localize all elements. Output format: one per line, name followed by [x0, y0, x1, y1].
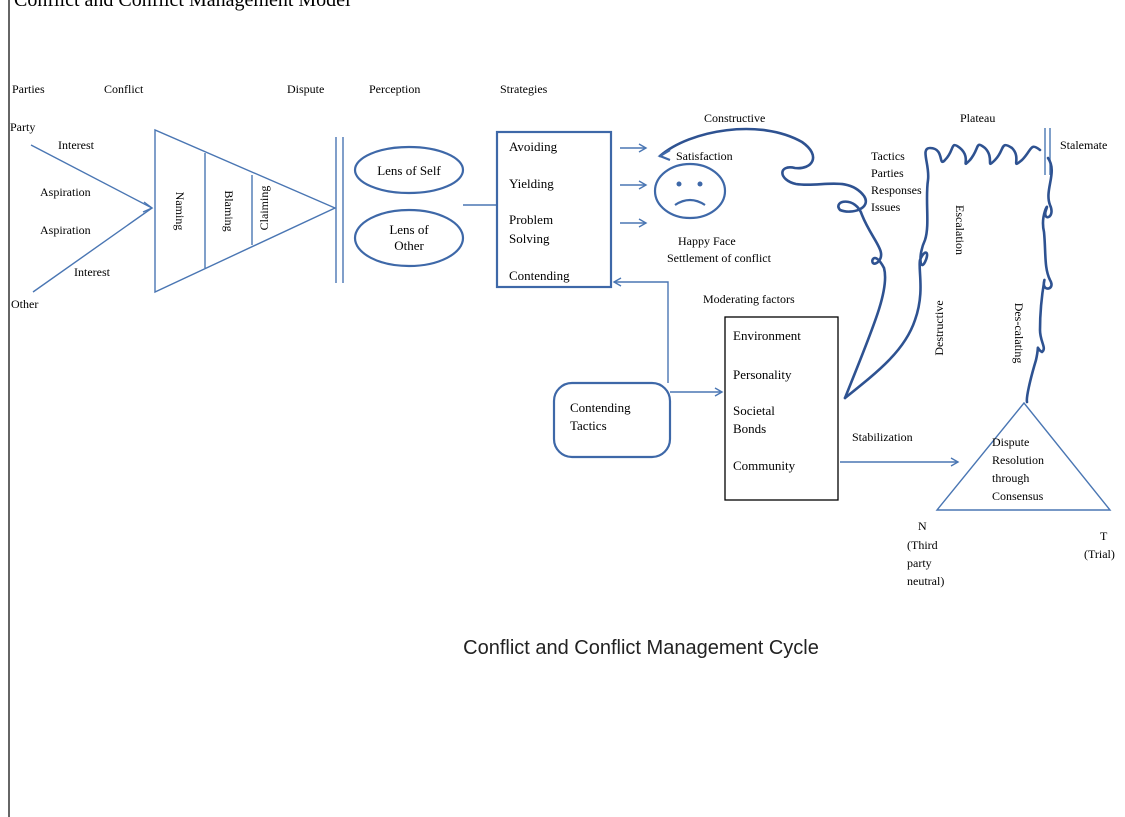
escalation-label: Escalation — [953, 205, 967, 255]
factor-societal: Societal — [733, 403, 775, 418]
t-desc: (Trial) — [1084, 547, 1115, 561]
stabilization-label: Stabilization — [852, 430, 913, 444]
t-label: T — [1100, 529, 1108, 543]
settlement-label: Settlement of conflict — [667, 251, 772, 265]
party-line — [30, 144, 153, 209]
escalation-squiggle — [843, 143, 1042, 400]
n-label: N — [918, 519, 927, 533]
constructive-arrowhead — [657, 149, 671, 162]
face-icon — [653, 162, 727, 220]
column-header-parties: Parties — [12, 82, 45, 96]
resolution-line1: Dispute — [992, 435, 1029, 449]
strategies-box — [495, 130, 613, 289]
party-label: Party — [10, 120, 35, 134]
stalemate-label: Stalemate — [1060, 138, 1107, 152]
aspiration-bottom-label: Aspiration — [40, 223, 91, 237]
resolution-line2: Resolution — [992, 453, 1044, 467]
column-header-strategies: Strategies — [500, 82, 548, 96]
face-mouth — [674, 198, 706, 206]
column-header-perception: Perception — [369, 82, 420, 96]
factor-environment: Environment — [733, 328, 801, 343]
stabilization-arrow-head — [950, 457, 960, 467]
moderating-factors-box — [724, 316, 839, 501]
lens-of-other-line2: Other — [394, 238, 424, 253]
contending-tactics-line2: Tactics — [570, 418, 607, 433]
aspiration-top-label: Aspiration — [40, 185, 91, 199]
n-desc-line1: (Third — [907, 538, 938, 552]
face-left-eye — [676, 181, 682, 187]
stage-naming: Naming — [173, 192, 187, 231]
contending-tactics-box — [552, 381, 672, 459]
n-desc-line2: party — [907, 556, 932, 570]
interest-bottom-label: Interest — [74, 265, 111, 279]
de-escalation-squiggle — [1025, 156, 1053, 404]
tactics-to-moderating-head — [714, 387, 724, 397]
arrow-avoiding-head — [638, 143, 648, 153]
stage-claiming: Claiming — [257, 186, 271, 231]
stage-blaming: Blaming — [222, 190, 236, 231]
constructive-label: Constructive — [704, 111, 765, 125]
strategy-solving: Solving — [509, 231, 550, 246]
resolution-triangle — [935, 401, 1112, 511]
lens-of-self-label: Lens of Self — [377, 163, 441, 178]
parties-arrowhead — [142, 201, 154, 213]
n-desc-line3: neutral) — [907, 574, 944, 588]
conflict-funnel — [154, 128, 337, 294]
lens-of-other-line1: Lens of — [389, 222, 429, 237]
tactics-to-contending-head — [612, 277, 622, 287]
issues-label: Issues — [871, 200, 901, 214]
arrow-problem-solving-head — [638, 218, 648, 228]
column-header-conflict: Conflict — [104, 82, 144, 96]
constructive-curve — [658, 127, 887, 400]
strategy-problem: Problem — [509, 212, 553, 227]
satisfaction-label: Satisfaction — [676, 149, 733, 163]
other-line — [32, 207, 153, 293]
factor-bonds: Bonds — [733, 421, 766, 436]
moderating-heading: Moderating factors — [703, 292, 795, 306]
happy-face-label: Happy Face — [678, 234, 736, 248]
contending-tactics-line1: Contending — [570, 400, 631, 415]
lens-of-self-ellipse — [353, 145, 465, 195]
factor-community: Community — [733, 458, 796, 473]
interest-top-label: Interest — [58, 138, 95, 152]
strategy-contending: Contending — [509, 268, 570, 283]
strategy-avoiding: Avoiding — [509, 139, 558, 154]
column-header-dispute: Dispute — [287, 82, 324, 96]
plateau-label: Plateau — [960, 111, 995, 125]
diagram-caption: Conflict and Conflict Management Cycle — [463, 637, 819, 659]
arrow-yielding-head — [638, 180, 648, 190]
strategy-yielding: Yielding — [509, 176, 554, 191]
other-label: Other — [11, 297, 38, 311]
resolution-line4: Consensus — [992, 489, 1044, 503]
factor-personality: Personality — [733, 367, 792, 382]
de-escalating-label: Des-calating — [1012, 303, 1026, 364]
diagram-title: Conflict and Conflict Management Model — [14, 0, 351, 11]
face-right-eye — [697, 181, 703, 187]
parties-esc-label: Parties — [871, 166, 904, 180]
lens-of-other-ellipse — [353, 208, 465, 268]
responses-label: Responses — [871, 183, 922, 197]
tactics-label: Tactics — [871, 149, 905, 163]
resolution-line3: through — [992, 471, 1029, 485]
destructive-label: Destructive — [932, 300, 946, 355]
tactics-to-contending-arrow — [614, 281, 669, 383]
